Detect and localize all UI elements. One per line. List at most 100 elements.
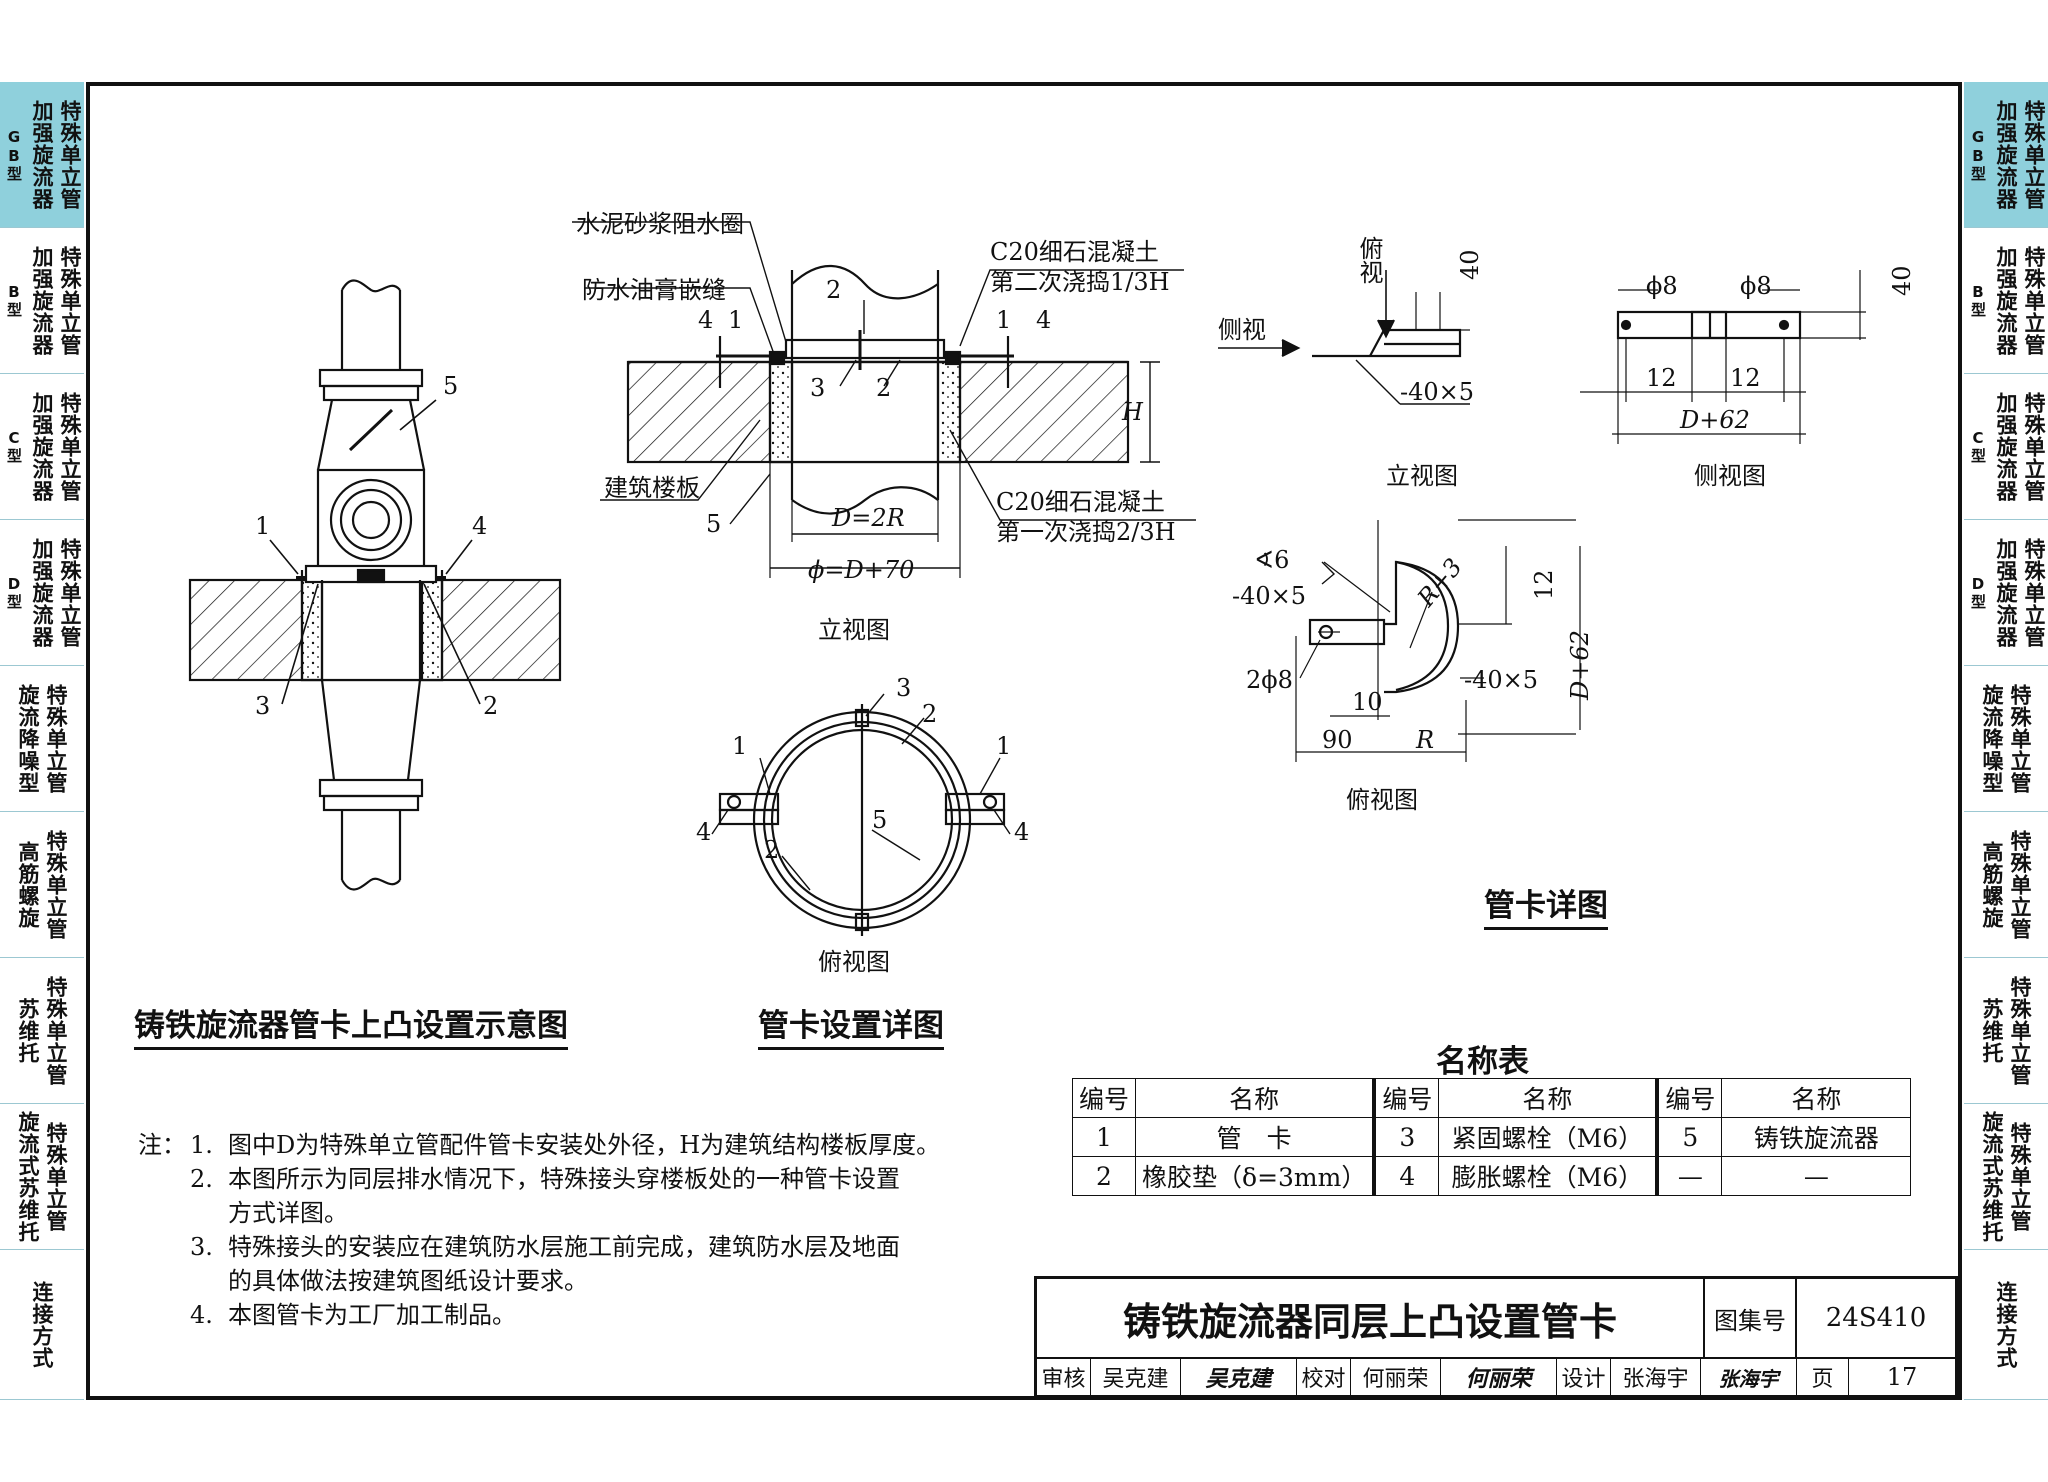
plan-callout-3: 3 [896,674,912,702]
side-tab-label: 加强旋流器 [1994,391,2018,502]
table-row: 1 管 卡 3 紧固螺栓（M6） 5 铸铁旋流器 [1071,1117,1912,1157]
side-tab[interactable]: 特殊单立管旋流降噪型 [0,666,84,812]
fig3-top-caption: 俯视图 [1346,786,1418,814]
cell-name: 管 卡 [1135,1117,1377,1157]
review-label: 审核 [1037,1359,1091,1395]
side-tab-label: 特殊单立管 [58,537,82,648]
side-tab-label: C型 [5,429,23,464]
side-tab-label: 连接方式 [1994,1280,2018,1369]
side-tab[interactable]: 特殊单立管旋流式苏维托 [1964,1104,2048,1250]
note-text: 的具体做法按建筑图纸设计要求。 [228,1267,588,1295]
side-tab[interactable]: 特殊单立管高筋螺旋 [0,812,84,958]
reviewer-signature: 吴克建 [1181,1359,1297,1395]
note-text: 本图管卡为工厂加工制品。 [228,1301,516,1329]
checker-signature: 何丽荣 [1441,1359,1557,1395]
checker-name: 何丽荣 [1351,1359,1441,1395]
fig2-callout-2-top: 2 [826,276,842,304]
parts-table: 编号 名称 编号 名称 编号 名称 1 管 卡 3 紧固螺栓（M6） 5 铸铁旋… [1071,1078,1912,1196]
side-tab[interactable]: 特殊单立管苏维托 [1964,958,2048,1104]
header-no: 编号 [1071,1078,1137,1118]
front-flat-bar: -40×5 [1400,378,1475,406]
note-text: 图中D为特殊单立管配件管卡安装处外径，H为建筑结构楼板厚度。 [228,1131,941,1159]
cell-name: 橡胶垫（δ=3mm） [1135,1156,1377,1196]
cell-name: 膨胀螺栓（M6） [1438,1156,1660,1196]
side-tab[interactable]: 连接方式 [0,1250,84,1400]
side-tab-label: C型 [1969,429,1987,464]
atlas-label: 图集号 [1705,1279,1797,1359]
fig3-side-caption: 侧视图 [1694,462,1766,490]
check-label: 校对 [1297,1359,1351,1395]
side-tab-label: 旋流式苏维托 [16,1110,40,1243]
fig2-elev-caption: 立视图 [818,616,890,644]
cell-name: — [1721,1156,1912,1196]
side-tab[interactable]: 特殊单立管加强旋流器 C型 [0,374,84,520]
parts-table-caption: 名称表 [1436,1044,1529,1080]
side-tab-label: B型 [1969,283,1987,318]
plan-callout-2-top: 2 [922,700,938,728]
label-mortar-ring: 水泥砂浆阻水圈 [576,210,744,238]
fig3-front-caption: 立视图 [1386,462,1458,490]
label-concrete-first-line1: C20细石混凝土 [996,488,1165,516]
side-tab[interactable]: 特殊单立管旋流降噪型 [1964,666,2048,812]
side-tab-label: 加强旋流器 [30,245,54,356]
plan-callout-5: 5 [872,806,888,834]
side-tab-label: 特殊单立管 [58,99,82,210]
side-tab[interactable]: 特殊单立管高筋螺旋 [1964,812,2048,958]
side-tab-label: 旋流式苏维托 [1980,1110,2004,1243]
page-number: 17 [1886,1363,1918,1391]
fig2-callout-4-left: 4 [698,306,714,334]
fig1-callout-2: 2 [483,692,499,720]
side-tab-label: 特殊单立管 [2008,683,2032,794]
label-floor-slab: 建筑楼板 [604,474,700,502]
side-tab[interactable]: 特殊单立管苏维托 [0,958,84,1104]
side-tab-label: 特殊单立管 [2008,1121,2032,1232]
side-tab-label: 加强旋流器 [30,391,54,502]
cell-name: 紧固螺栓（M6） [1438,1117,1660,1157]
note-number: 3. [190,1233,213,1261]
side-tab[interactable]: 连接方式 [1964,1250,2048,1400]
cell-name: 铸铁旋流器 [1721,1117,1912,1157]
label-concrete-second-line1: C20细石混凝土 [990,238,1159,266]
page-label: 页 [1797,1359,1849,1395]
side-tab-label: 旋流降噪型 [16,683,40,794]
side-tab-label: GB型 [1969,127,1987,182]
cell-no: 5 [1656,1117,1723,1157]
cell-no: — [1656,1156,1723,1196]
top-dim-90: 90 [1322,726,1353,754]
top-dim-12: 12 [1530,569,1558,600]
side-tab-label: 连接方式 [30,1280,54,1369]
side-tab-label: 特殊单立管 [44,829,68,940]
fig2-title: 管卡设置详图 [758,1000,944,1050]
fig3-title: 管卡详图 [1484,880,1608,930]
side-tab-label: 旋流降噪型 [1980,683,2004,794]
atlas-number: 24S410 [1797,1279,1955,1359]
header-name: 名称 [1438,1078,1660,1118]
side-tab-label: 特殊单立管 [2022,391,2046,502]
side-tab-label: 特殊单立管 [2022,537,2046,648]
plan-callout-1-left: 1 [732,732,748,760]
title-block: 铸铁旋流器同层上凸设置管卡 图集号 24S410 审核 吴克建 吴克建 校对 何… [1034,1276,1958,1398]
side-dim-D62: D+62 [1680,406,1750,434]
side-tab-label: 特殊单立管 [2008,829,2032,940]
plan-callout-4-right: 4 [1014,818,1030,846]
side-tab-label: 加强旋流器 [30,537,54,648]
fig2-callout-1-right: 1 [996,306,1012,334]
note-text: 本图所示为同层排水情况下，特殊接头穿楼板处的一种管卡设置 [228,1165,900,1193]
drawing-title: 铸铁旋流器同层上凸设置管卡 [1037,1279,1705,1359]
side-dim-12-right: 12 [1730,364,1761,392]
side-tab[interactable]: 特殊单立管旋流式苏维托 [0,1104,84,1250]
side-tab-label: D型 [1969,575,1987,610]
side-tab-label: 特殊单立管 [58,391,82,502]
side-tab[interactable]: 特殊单立管加强旋流器 C型 [1964,374,2048,520]
fig1-callout-1: 1 [255,512,271,540]
